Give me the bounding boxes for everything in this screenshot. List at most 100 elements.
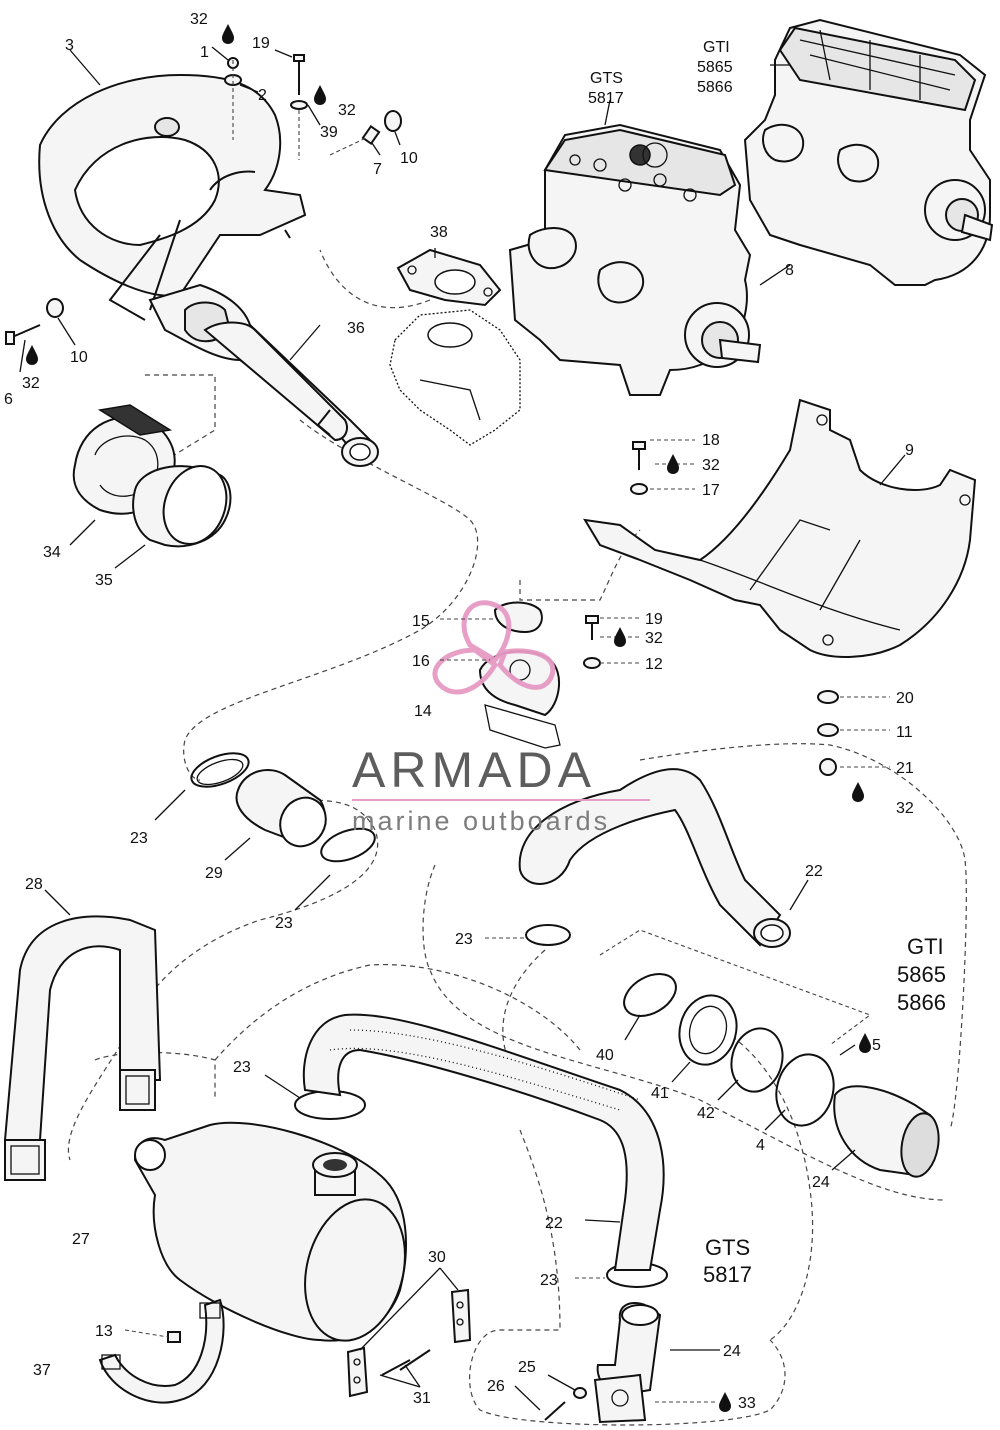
callout-25: 25 — [518, 1359, 536, 1376]
part-hose-29 — [235, 769, 327, 848]
callout-19: 19 — [645, 611, 663, 628]
callout-17: 17 — [702, 482, 720, 499]
oil-drop-icon — [614, 627, 626, 647]
part-muffler-27 — [133, 1121, 407, 1342]
callout-7: 7 — [373, 161, 382, 178]
callout-29: 29 — [205, 865, 223, 882]
gts-top-name: GTS — [590, 70, 623, 87]
callout-22: 22 — [805, 863, 823, 880]
grommet-10-top — [384, 110, 402, 132]
callout-1: 1 — [200, 44, 209, 61]
callout-34: 34 — [43, 544, 61, 561]
callout-26: 26 — [487, 1378, 505, 1395]
part-exhaust-manifold — [38, 73, 379, 467]
grommet-10-left — [46, 298, 64, 318]
callout-23: 23 — [275, 915, 293, 932]
gts-side-name: GTS — [705, 1235, 750, 1260]
oil-drop-icon — [667, 454, 679, 474]
callout-32: 32 — [645, 630, 663, 647]
callout-19: 19 — [252, 35, 270, 52]
oil-drop-icon — [222, 24, 234, 44]
callout-23: 23 — [540, 1272, 558, 1289]
part-gasket-38 — [396, 248, 502, 307]
watermark-propeller-icon — [432, 600, 556, 695]
part-strap-28 — [3, 915, 162, 1181]
callout-42: 42 — [697, 1105, 715, 1122]
callout-13: 13 — [95, 1323, 113, 1340]
gts-side-code: 5817 — [703, 1262, 752, 1287]
gti-side-code-2: 5866 — [897, 990, 946, 1015]
callout-32: 32 — [22, 375, 40, 392]
callout-23: 23 — [455, 931, 473, 948]
callout-11: 11 — [896, 724, 913, 741]
callout-6: 6 — [4, 391, 13, 408]
oil-drop-icon — [719, 1392, 731, 1412]
oil-drop-icon — [314, 85, 326, 105]
leader-lines — [19, 46, 906, 1411]
part-hose-22-gti — [518, 768, 791, 948]
hardware-mount — [583, 441, 839, 776]
oil-drop-icon — [852, 782, 864, 802]
part-clamps-23 — [190, 752, 677, 1288]
gti-top-code-2: 5866 — [697, 79, 733, 96]
callout-14: 14 — [414, 703, 432, 720]
callout-32: 32 — [702, 457, 720, 474]
part-hose-22-gts — [302, 1013, 665, 1271]
bolt-19-head — [293, 54, 305, 62]
callout-21: 21 — [896, 760, 914, 777]
callout-10: 10 — [70, 349, 88, 366]
callout-23: 23 — [233, 1059, 251, 1076]
part-mount-plate-9 — [583, 398, 977, 658]
part-brackets-30 — [346, 1288, 472, 1398]
oil-drop-icons — [26, 24, 871, 1412]
part-bracket-37 — [98, 1298, 225, 1404]
model-labels: GTS 5817 GTI 5865 5866 GTI 5865 5866 GTS… — [588, 39, 946, 1287]
callout-28: 28 — [25, 876, 43, 893]
callout-24: 24 — [723, 1343, 741, 1360]
callout-4: 4 — [756, 1137, 765, 1154]
callout-16: 16 — [412, 653, 430, 670]
part-elbow-24-gts — [544, 1302, 662, 1424]
callout-5: 5 — [872, 1037, 881, 1054]
gti-top-code-1: 5865 — [697, 59, 733, 76]
callout-40: 40 — [596, 1047, 614, 1064]
callout-24: 24 — [812, 1174, 830, 1191]
part-engine-gts — [508, 123, 762, 396]
callout-37: 37 — [33, 1362, 51, 1379]
callout-35: 35 — [95, 572, 113, 589]
callout-32: 32 — [896, 800, 914, 817]
watermark-tagline: marine outboards — [352, 806, 610, 836]
callout-15: 15 — [412, 613, 430, 630]
callout-38: 38 — [430, 224, 448, 241]
part-sleeve-35 — [132, 465, 232, 548]
gti-side-name: GTI — [907, 934, 944, 959]
callout-30: 30 — [428, 1249, 446, 1266]
callout-22: 22 — [545, 1215, 563, 1232]
callout-36: 36 — [347, 320, 365, 337]
washer-39 — [290, 100, 308, 110]
callout-23: 23 — [130, 830, 148, 847]
watermark-brand: ARMADA — [352, 742, 596, 798]
gts-top-code: 5817 — [588, 90, 624, 107]
callout-9: 9 — [905, 442, 914, 459]
callout-12: 12 — [645, 656, 663, 673]
grouping-dashed-lines — [67, 249, 967, 1426]
callout-32: 32 — [190, 11, 208, 28]
callout-10: 10 — [400, 150, 418, 167]
oil-drop-icon — [26, 345, 38, 365]
callout-18: 18 — [702, 432, 720, 449]
part-gti-outlet — [678, 994, 940, 1178]
callout-3: 3 — [65, 37, 74, 54]
callout-2: 2 — [258, 87, 267, 104]
oil-drop-icon — [859, 1033, 871, 1053]
gti-top-name: GTI — [703, 39, 730, 56]
callout-33: 33 — [738, 1395, 756, 1412]
callout-27: 27 — [72, 1231, 90, 1248]
callout-8: 8 — [785, 262, 794, 279]
small-hardware-top — [5, 54, 402, 345]
callout-labels: 32 1 2 3 19 32 39 7 10 6 32 10 36 38 8 9… — [4, 11, 914, 1412]
sleeve-7 — [361, 125, 381, 145]
watermark: ARMADA marine outboards — [352, 600, 650, 836]
callout-20: 20 — [896, 690, 914, 707]
